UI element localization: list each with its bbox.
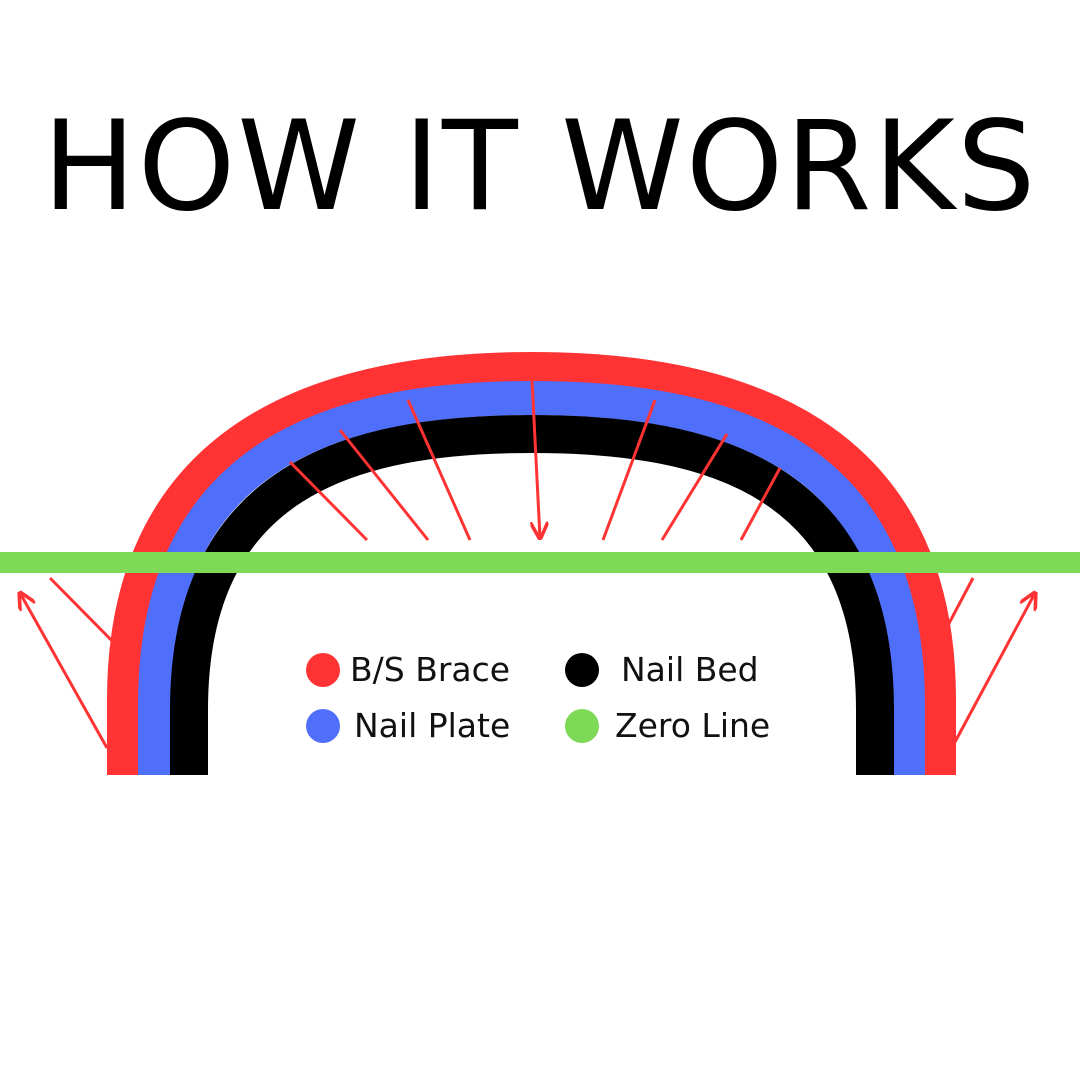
side-arrow-right [953,593,1035,743]
bed-band [170,414,894,775]
brace-color-dot [306,653,340,687]
legend-label: Zero Line [615,706,771,745]
legend-label: Nail Plate [354,706,511,745]
legend-item-plate: Nail Plate [306,706,510,746]
side-line-left [48,576,128,657]
pressure-line [338,429,430,541]
pressure-line [601,399,657,541]
zero-color-dot [565,709,599,743]
side-arrow-left [20,593,109,749]
plate-band [138,380,925,775]
legend-label: Nail Bed [621,650,759,689]
legend-item-zero: Zero Line [565,706,770,746]
pressure-line [660,433,729,541]
page-title: HOW IT WORKS [42,95,1038,239]
pressure-line [406,399,472,541]
legend-item-bed: Nail Bed [565,650,759,690]
center-arrow [532,379,540,538]
side-line-right [934,577,975,649]
brace-band [107,351,956,775]
legend-label: B/S Brace [350,650,511,689]
pressure-line [288,460,369,542]
bed-color-dot [565,653,599,687]
pressure-line [739,467,782,541]
plate-color-dot [306,709,340,743]
zero-line [0,552,1080,573]
legend-item-brace: B/S Brace [306,650,510,690]
